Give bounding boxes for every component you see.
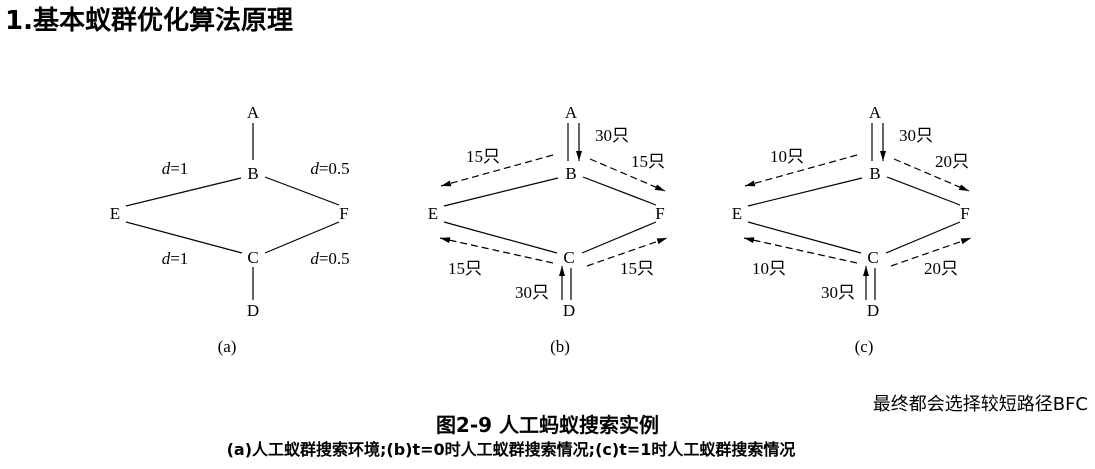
- node-c-label: C: [867, 248, 878, 267]
- edge-label-e-c: d=1: [162, 249, 189, 268]
- ant-count-c-f: 20只: [924, 259, 958, 278]
- panel-c: A 30只 B E F 10只 20只 C 10只 20只 D 30只 (c): [732, 103, 972, 356]
- edge-b-e: [443, 177, 559, 207]
- ant-count-b-f: 15只: [631, 152, 665, 171]
- distance-var: d: [310, 159, 319, 178]
- distance-value: =1: [170, 159, 188, 178]
- node-f-label: F: [339, 204, 348, 223]
- ant-count-a-b: 30只: [899, 126, 933, 145]
- node-e-label: E: [732, 204, 742, 223]
- distance-value: =0.5: [319, 249, 350, 268]
- distance-value: =1: [170, 249, 188, 268]
- node-c-label: C: [247, 248, 258, 267]
- edge-e-c: [747, 221, 862, 254]
- panel-a: A B E F C D d=1 d=0.5 d=1 d=0.5 (a): [110, 103, 350, 356]
- node-b-label: B: [565, 164, 576, 183]
- edge-b-e: [747, 177, 863, 207]
- page-title: 1.基本蚁群优化算法原理: [5, 6, 293, 36]
- node-e-label: E: [428, 204, 438, 223]
- edge-b-e: [125, 177, 242, 207]
- node-a-label: A: [565, 103, 578, 122]
- ant-flow-arrow-b-f: [589, 158, 666, 192]
- figure-subcaption: (a)人工蚁群搜索环境;(b)t=0时人工蚁群搜索情况;(c)t=1时人工蚁群搜…: [226, 440, 796, 459]
- node-d-label: D: [247, 301, 259, 320]
- edge-f-c: [885, 221, 961, 254]
- distance-var: d: [310, 249, 319, 268]
- node-e-label: E: [110, 204, 120, 223]
- ant-count-b-f: 20只: [935, 152, 969, 171]
- ant-flow-arrow-c-f: [586, 237, 668, 267]
- ant-flow-arrow-c-f: [890, 237, 972, 267]
- edge-label-b-e: d=1: [162, 159, 189, 178]
- edge-e-c: [125, 221, 243, 254]
- node-f-label: F: [960, 204, 969, 223]
- figure-caption: 图2-9 人工蚂蚁搜索实例: [435, 413, 660, 437]
- conclusion-note: 最终都会选择较短路径BFC: [872, 394, 1088, 415]
- node-a-label: A: [869, 103, 882, 122]
- edge-b-f: [886, 176, 961, 206]
- ant-count-d-c: 30只: [515, 283, 549, 302]
- distance-value: =0.5: [319, 159, 350, 178]
- edge-b-f: [264, 176, 340, 206]
- ant-count-c-e: 10只: [752, 259, 786, 278]
- node-b-label: B: [869, 164, 880, 183]
- edge-label-f-c: d=0.5: [310, 249, 349, 268]
- panel-label-a: (a): [218, 337, 237, 356]
- distance-var: d: [162, 249, 171, 268]
- edge-b-f: [582, 176, 657, 206]
- ant-flow-arrow-c-e: [743, 237, 858, 264]
- ant-flow-arrow-b-e: [440, 154, 554, 187]
- node-c-label: C: [563, 248, 574, 267]
- node-a-label: A: [247, 103, 260, 122]
- node-f-label: F: [655, 204, 664, 223]
- node-d-label: D: [563, 301, 575, 320]
- edge-f-c: [581, 221, 657, 254]
- ant-count-c-f: 15只: [620, 259, 654, 278]
- node-d-label: D: [867, 301, 879, 320]
- ant-count-d-c: 30只: [821, 283, 855, 302]
- ant-count-c-e: 15只: [448, 259, 482, 278]
- edge-f-c: [264, 221, 340, 254]
- panel-label-b: (b): [550, 337, 570, 356]
- ant-flow-arrow-c-e: [439, 237, 554, 264]
- ant-count-b-e: 10只: [770, 147, 804, 166]
- node-b-label: B: [247, 164, 258, 183]
- edge-e-c: [443, 221, 558, 254]
- ant-flow-arrow-b-e: [744, 154, 858, 187]
- edge-label-b-f: d=0.5: [310, 159, 349, 178]
- panel-label-c: (c): [855, 337, 874, 356]
- ant-count-a-b: 30只: [595, 126, 629, 145]
- panel-b: A 30只 B E F 15只 15只 C 15只 15只 D 30只 (b): [428, 103, 668, 356]
- ant-count-b-e: 15只: [466, 147, 500, 166]
- distance-var: d: [162, 159, 171, 178]
- ant-flow-arrow-b-f: [893, 158, 970, 192]
